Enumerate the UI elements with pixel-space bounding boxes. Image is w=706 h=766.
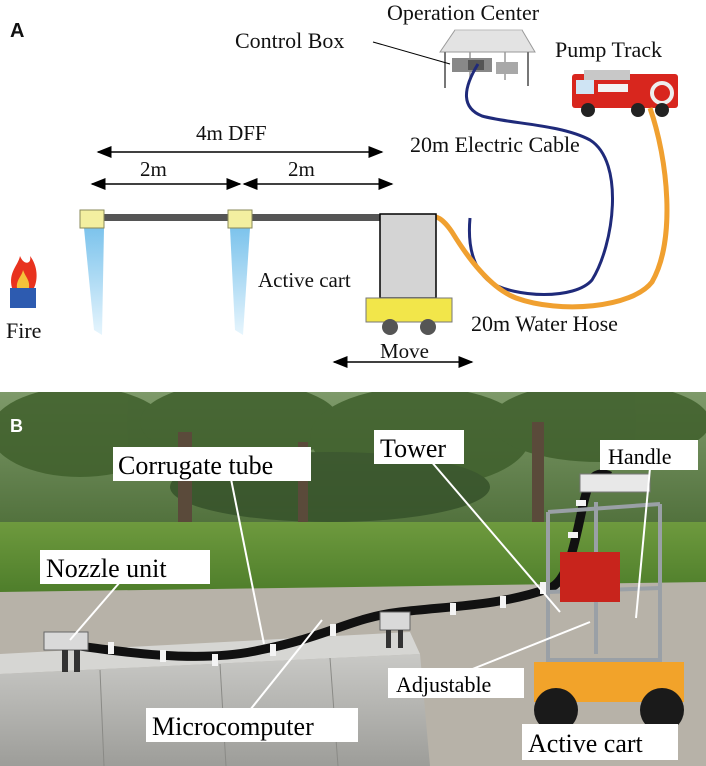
microcomputer-leader	[249, 619, 323, 711]
tube-clips	[108, 500, 586, 666]
operation-center-tent	[439, 29, 536, 88]
adjustable-label: Adjustable	[396, 672, 491, 697]
corrugate-leader	[229, 473, 265, 645]
water-hose-label: 20m Water Hose	[471, 311, 618, 336]
fire-label: Fire	[6, 318, 41, 343]
microcomputer-label: Microcomputer	[152, 712, 314, 741]
nozzle-leader	[69, 581, 121, 641]
nozzle-unit-label: Nozzle unit	[46, 554, 167, 583]
control-box-label: Control Box	[235, 28, 344, 53]
microcomputer-box	[146, 708, 358, 742]
water-hose	[435, 107, 670, 310]
fire-icon	[10, 256, 37, 308]
cart-base	[365, 297, 453, 323]
segment-1-label: 2m	[140, 157, 167, 181]
cart-wheel-left	[382, 319, 398, 335]
nozzle-2	[227, 209, 253, 229]
electric-cable-label: 20m Electric Cable	[410, 132, 580, 157]
active-cart-label: Active cart	[258, 268, 351, 292]
dff-length-label: 4m DFF	[196, 121, 267, 145]
handle-bar	[579, 473, 651, 493]
corrugate-tube-box	[113, 447, 311, 481]
nozzle-1-spray	[84, 228, 104, 335]
handle-box	[600, 440, 698, 470]
adjustable-leader	[469, 621, 591, 671]
nozzle-unit-1	[43, 631, 89, 672]
panel-a-schematic: A Operation Center Control Box Pump Trac…	[6, 0, 678, 368]
panel-a-svg: A Operation Center Control Box Pump Trac…	[6, 0, 678, 368]
panel-b-svg: B Corrugate tube Tower Handle Nozzle uni…	[0, 392, 706, 766]
panel-letter-b: B	[10, 416, 23, 436]
nozzle-1	[79, 209, 105, 229]
panel-letter-a: A	[10, 20, 24, 42]
handle-label: Handle	[608, 444, 672, 469]
segment-2-label: 2m	[288, 157, 315, 181]
operation-center-label: Operation Center	[387, 0, 540, 25]
control-box-leader	[372, 41, 451, 65]
active-cart-box	[522, 724, 678, 760]
nozzle-2-spray	[230, 228, 250, 335]
active-cart-photo-label: Active cart	[528, 729, 644, 758]
nozzle-unit-2	[379, 611, 411, 648]
move-label: Move	[380, 339, 429, 363]
tower-box	[374, 430, 464, 464]
cart-wheel-right	[420, 319, 436, 335]
handle-leader	[635, 467, 651, 619]
pump-truck-icon	[572, 70, 678, 117]
panel-b-photo: B Corrugate tube Tower Handle Nozzle uni…	[0, 392, 706, 766]
pump-track-label: Pump Track	[555, 37, 662, 62]
corrugate-tube-label: Corrugate tube	[118, 451, 273, 480]
cart-tower	[379, 213, 437, 299]
tower-label: Tower	[380, 434, 446, 463]
adjustable-box	[388, 668, 524, 698]
tower-leader	[429, 459, 561, 613]
cart-wheel-front-right	[640, 688, 684, 732]
pump-unit	[560, 552, 620, 602]
nozzle-unit-box	[40, 550, 210, 584]
cart-wheel-front-left	[534, 688, 578, 732]
